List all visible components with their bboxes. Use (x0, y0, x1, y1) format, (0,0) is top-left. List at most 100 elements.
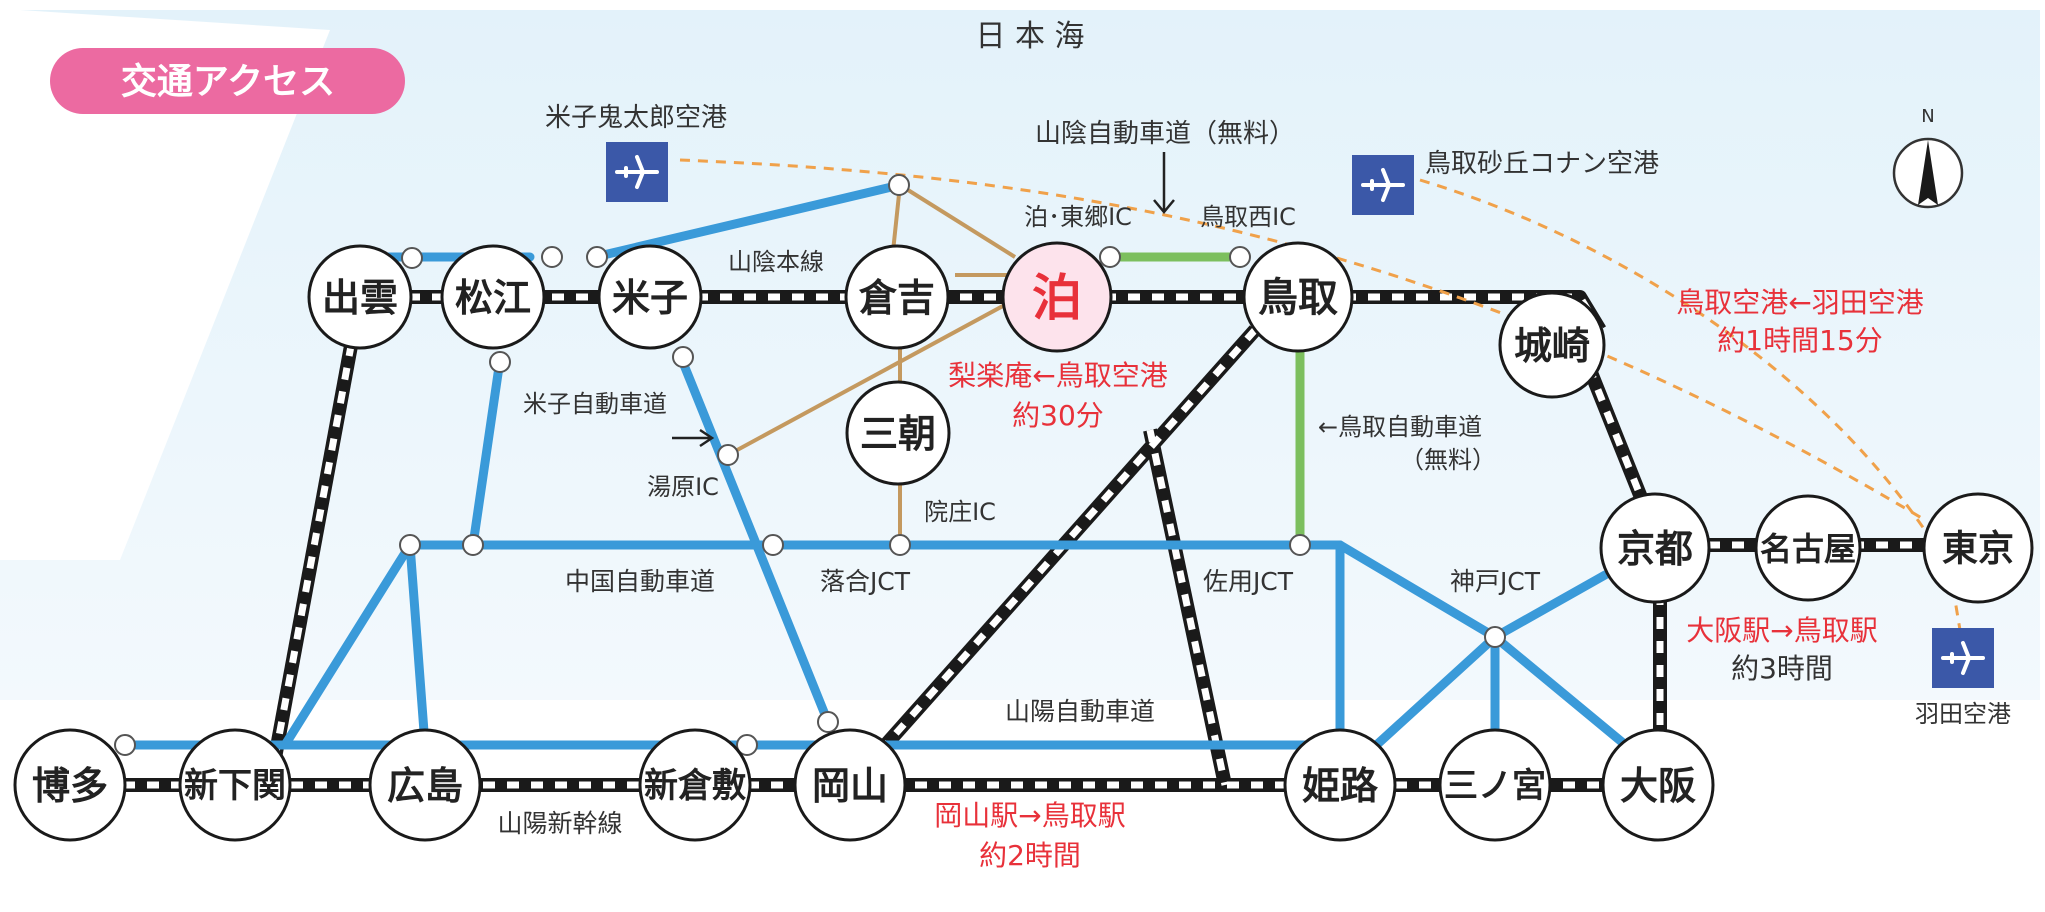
station-tokyo (1922, 492, 2034, 604)
junction-matsue-2 (586, 246, 608, 268)
station-nagoya (1754, 494, 1862, 602)
station-yonago (597, 244, 703, 350)
highway-kobe-himeji (1355, 632, 1500, 765)
note-okayama-line1: 岡山駅→鳥取駅 (934, 799, 1125, 832)
station-hakata (13, 728, 127, 842)
station-label-kurayoshi: 倉吉 (858, 276, 935, 320)
junction-tottori-nishi-ic (1229, 246, 1251, 268)
compass-north-label: N (1921, 106, 1934, 127)
airport-yonago: 米子鬼太郎空港 (545, 103, 727, 202)
station-label-matsue: 松江 (455, 276, 531, 320)
sanyo-expressway-label: 山陽自動車道 (1005, 697, 1155, 726)
title-pill (50, 48, 405, 114)
station-okayama (793, 728, 907, 842)
airport-yonago-label: 米子鬼太郎空港 (545, 103, 727, 133)
junction-sayo-jct (1289, 534, 1311, 556)
yonago-expressway-label: 米子自動車道 (523, 390, 667, 418)
station-misasa (845, 380, 951, 486)
airport-tottori-label: 鳥取砂丘コナン空港 (1425, 149, 1659, 179)
compass: N (1892, 106, 1964, 209)
note-haneda-line1: 鳥取空港←羽田空港 (1676, 286, 1923, 319)
station-kinosaki (1498, 291, 1606, 399)
note-rirakuan-line2: 約30分 (1012, 399, 1104, 432)
rail-tottori-okayama-dash (847, 327, 1258, 788)
junction-matsue-south (489, 351, 511, 373)
free-highway-network (1110, 252, 1305, 545)
junction-chugoku-matsue (462, 534, 484, 556)
rail-tottori-himeji (1143, 428, 1232, 787)
note-okayama-line2: 約2時間 (979, 839, 1081, 872)
junction-kobe-jct (1484, 626, 1506, 648)
station-osaka (1601, 728, 1715, 842)
innosho-ic-label: 院庄IC (924, 498, 996, 526)
highway-chugoku-shimonoseki (280, 540, 415, 750)
junction-ochiai-jct (762, 534, 784, 556)
tottori-expressway-label: ←鳥取自動車道 (1318, 413, 1482, 441)
station-tomari (1001, 241, 1113, 353)
junction-points (114, 174, 1506, 756)
station-sannomiya (1438, 728, 1552, 842)
junction-yonago-south (672, 346, 694, 368)
station-shinkurashiki (638, 728, 752, 842)
airport-haneda-label: 羽田空港 (1915, 700, 2011, 728)
station-label-kinosaki: 城崎 (1514, 324, 1590, 368)
station-label-yonago: 米子 (612, 276, 688, 320)
sea-label: 日 本 海 (975, 19, 1084, 54)
station-label-tottori: 鳥取 (1258, 275, 1338, 321)
sanin-line-label: 山陰本線 (728, 248, 824, 276)
station-label-tomari: 泊 (1032, 269, 1082, 327)
note-osaka-line2: 約3時間 (1731, 652, 1833, 685)
note-osaka-line1: 大阪駅→鳥取駅 (1686, 614, 1877, 647)
station-matsue (440, 244, 546, 350)
station-label-misasa: 三朝 (860, 412, 936, 456)
map-labels: 山陰自動車道（無料） 泊･東郷IC 鳥取西IC 山陰本線 米子自動車道 湯原IC… (497, 119, 1540, 838)
rail-izumo-shimonoseki-dash (266, 296, 364, 786)
sanin-expressway-label: 山陰自動車道（無料） (1035, 119, 1295, 149)
chugoku-expressway-label: 中国自動車道 (565, 567, 715, 596)
sanyo-shinkansen-label: 山陽新幹線 (497, 809, 622, 838)
highway-chugoku-hiroshima (405, 540, 430, 750)
airplane-icon (1361, 168, 1405, 202)
station-tottori (1242, 241, 1354, 353)
junction-matsue-1 (541, 246, 563, 268)
flight-yonago-tokyo (679, 158, 1926, 522)
highway-yonago-expressway (675, 350, 833, 727)
yonago-expressway-arrow-icon (672, 428, 715, 448)
highway-kobe-kyoto (1490, 570, 1610, 642)
station-label-okayama: 岡山 (812, 764, 888, 808)
tomari-togo-ic-label: 泊･東郷IC (1024, 203, 1132, 231)
station-label-nagoya: 名古屋 (1760, 530, 1856, 568)
station-label-hakata: 博多 (32, 764, 108, 808)
note-rirakuan-line1: 梨楽庵←鳥取空港 (948, 359, 1167, 392)
station-hiroshima (368, 728, 482, 842)
junction-izumo-matsue (401, 247, 423, 269)
yubara-ic-label: 湯原IC (647, 473, 719, 501)
compass-needle-icon (1918, 140, 1938, 205)
station-label-izumo: 出雲 (322, 276, 398, 320)
junction-okayama-north (817, 711, 839, 733)
sanin-expressway-arrow-icon (1153, 152, 1175, 214)
station-kurayoshi (844, 244, 950, 350)
highway-matsue-south (468, 355, 505, 550)
sea-region (0, 10, 2040, 700)
note-haneda-line2: 約1時間15分 (1717, 324, 1882, 357)
ochiai-jct-label: 落合JCT (820, 567, 911, 596)
station-kyoto (1599, 492, 1711, 604)
kobe-jct-label: 神戸JCT (1450, 567, 1541, 596)
station-label-tokyo: 東京 (1942, 528, 2014, 570)
station-label-sannomiya: 三ノ宮 (1444, 766, 1546, 806)
flight-tottori-tokyo (1419, 178, 1952, 571)
travel-notes: 梨楽庵←鳥取空港 約30分 鳥取空港←羽田空港 約1時間15分 大阪駅→鳥取駅 … (934, 286, 1923, 872)
junction-chugoku-west (399, 534, 421, 556)
station-label-osaka: 大阪 (1620, 764, 1696, 808)
flight-routes (679, 158, 1962, 631)
road-north-tomari (898, 183, 1017, 259)
page-title: 交通アクセス (121, 61, 335, 103)
station-label-shinkurashiki: 新倉敷 (644, 766, 746, 806)
station-izumo (307, 244, 413, 350)
station-label-shinshimonoseki: 新下関 (184, 766, 286, 806)
sayo-jct-label: 佐用JCT (1203, 567, 1294, 596)
station-himeji (1283, 728, 1397, 842)
airplane-icon (1941, 641, 1985, 675)
